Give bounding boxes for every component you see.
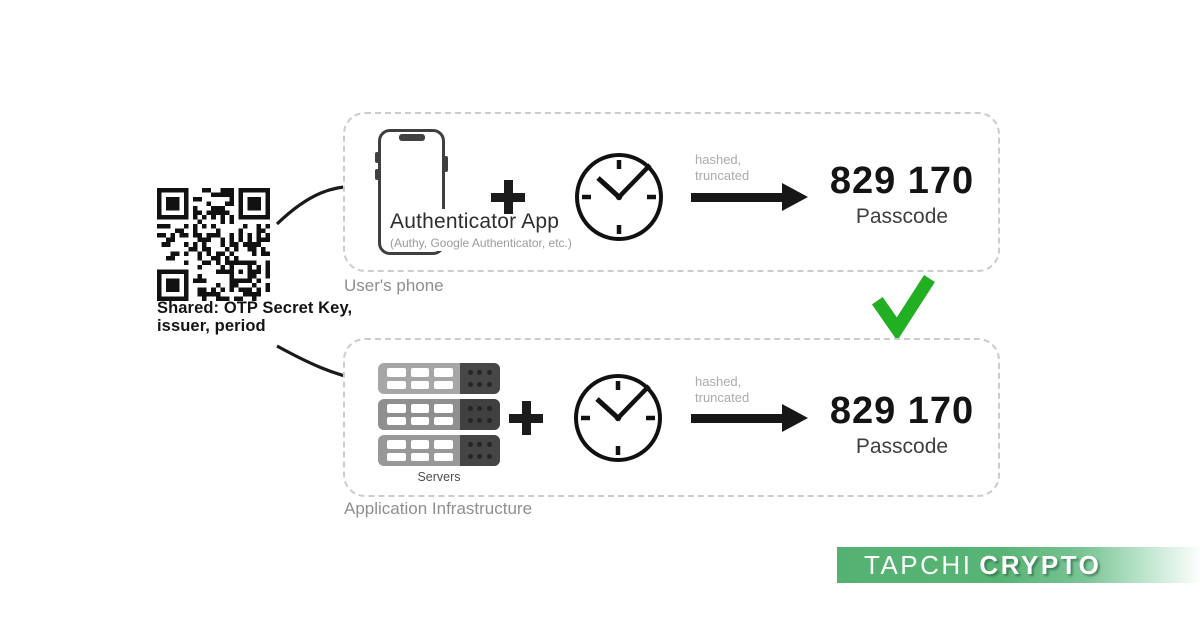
plus-icon xyxy=(509,401,543,435)
brand-name-bold: CRYPTO xyxy=(979,549,1102,580)
authenticator-app-label: Authenticator App (Authy, Google Authent… xyxy=(387,209,576,251)
authenticator-app-subtitle: (Authy, Google Authenticator, etc.) xyxy=(390,236,572,250)
passcode-value: 829 170 xyxy=(829,160,975,202)
qr-code xyxy=(157,188,270,301)
shared-secret-caption-line2: issuer, period xyxy=(157,316,266,335)
checkmark-icon xyxy=(871,275,935,338)
hash-note: hashed, truncated xyxy=(695,374,749,406)
phone-notch xyxy=(398,134,425,141)
shared-secret-caption-line1: Shared: OTP Secret Key, xyxy=(157,299,353,317)
brand-name-light: TAPCHI xyxy=(864,549,973,580)
passcode-label: Passcode xyxy=(855,205,949,228)
hash-note: hashed, truncated xyxy=(695,152,749,184)
clock-icon xyxy=(575,153,663,241)
right-arrow-icon xyxy=(691,404,811,432)
servers-caption: Servers xyxy=(417,470,461,484)
phone-button xyxy=(444,156,448,172)
clock-icon xyxy=(574,374,662,462)
passcode-value: 829 170 xyxy=(829,390,975,432)
server-unit xyxy=(378,435,500,466)
user-phone-box-label: User's phone xyxy=(344,276,444,295)
hash-note-line2: truncated xyxy=(695,168,750,183)
shared-secret-caption: Shared: OTP Secret Key, issuer, period xyxy=(157,299,353,335)
authenticator-app-title: Authenticator App xyxy=(390,210,560,233)
hash-note-line1: hashed, xyxy=(695,152,742,167)
server-unit xyxy=(378,399,500,430)
servers-icon xyxy=(378,363,500,471)
passcode-label: Passcode xyxy=(855,435,949,458)
brand-logo: TAPCHI CRYPTO xyxy=(837,547,1200,583)
server-unit xyxy=(378,363,500,394)
passcode-block: 829 170 Passcode xyxy=(806,391,998,459)
phone-button xyxy=(375,152,379,163)
phone-button xyxy=(375,169,379,180)
hash-note-line1: hashed, xyxy=(695,374,742,389)
user-phone-flow-box xyxy=(343,112,1000,272)
plus-icon xyxy=(491,180,525,214)
right-arrow-icon xyxy=(691,183,811,211)
passcode-block: 829 170 Passcode xyxy=(806,161,998,229)
hash-note-line2: truncated xyxy=(695,390,750,405)
server-box-label: Application Infrastructure xyxy=(344,499,533,518)
